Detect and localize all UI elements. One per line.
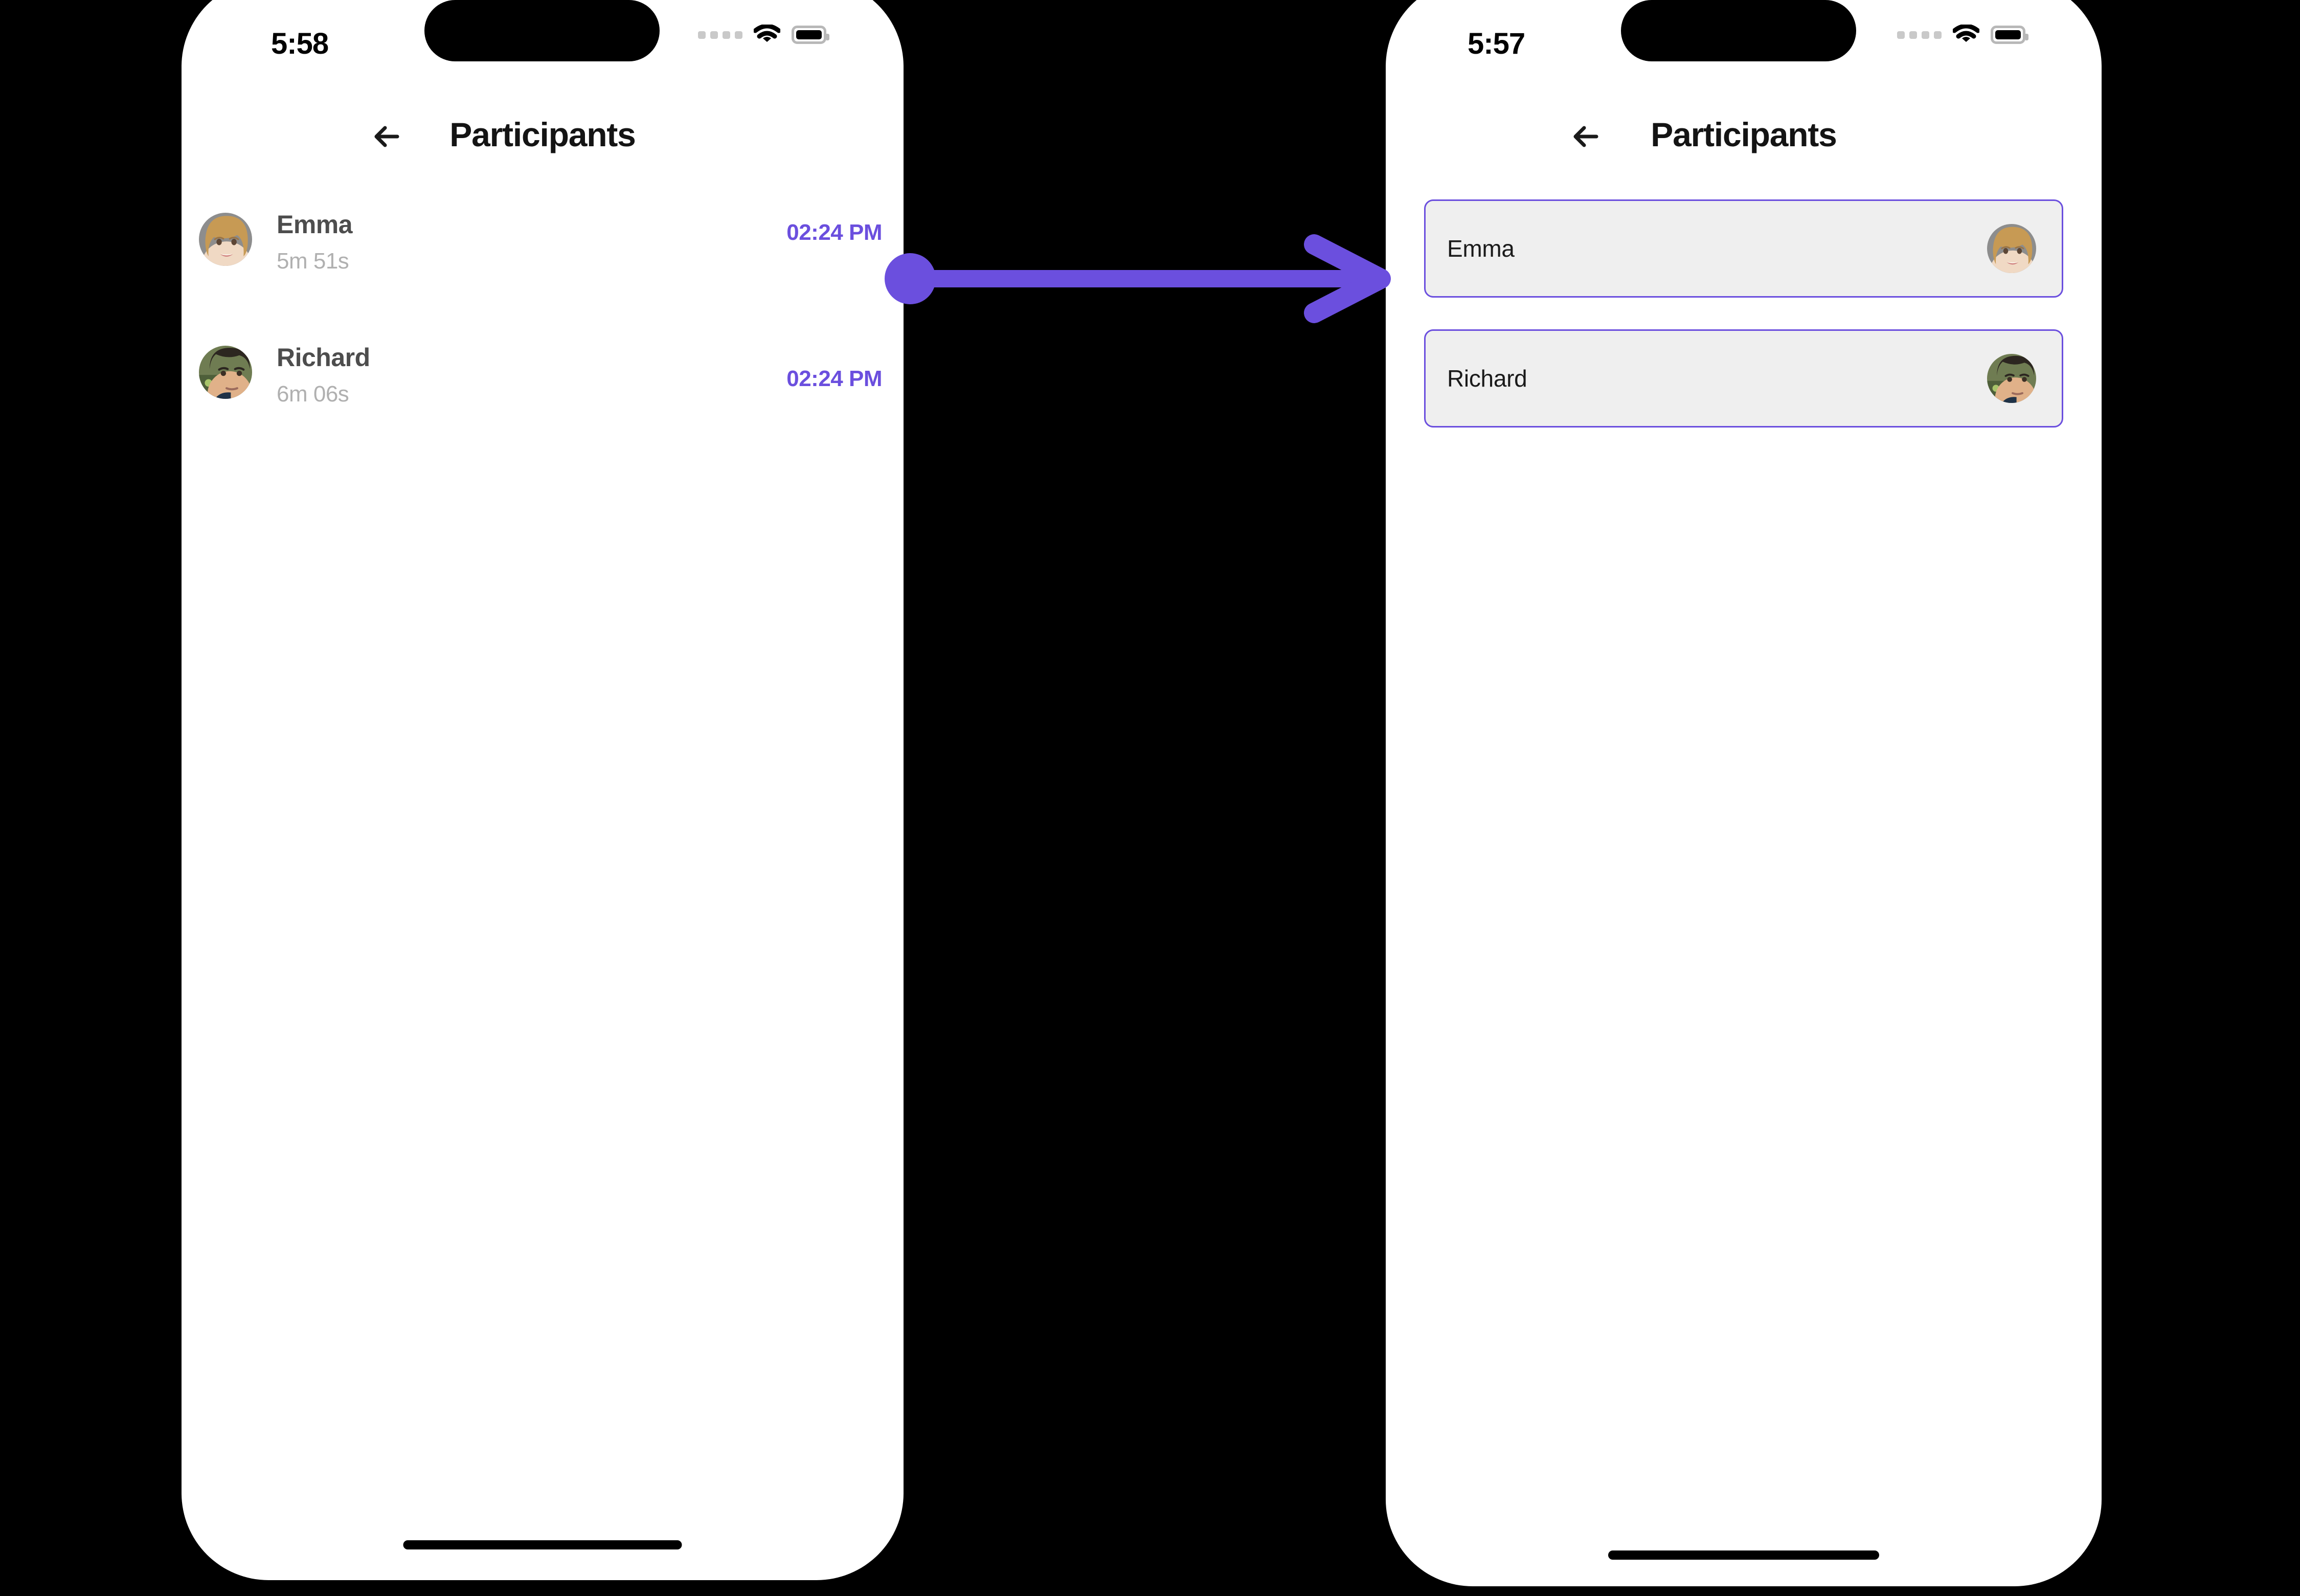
home-indicator xyxy=(403,1540,682,1549)
participant-card[interactable]: Emma xyxy=(1424,199,2063,298)
dynamic-island xyxy=(424,0,660,61)
participant-time: 02:24 PM xyxy=(786,366,882,391)
participant-name: Richard xyxy=(277,343,370,372)
participant-time: 02:24 PM xyxy=(786,220,882,245)
emma-avatar xyxy=(1987,224,2036,273)
status-bar: 5:57 xyxy=(1386,0,2102,61)
page-title: Participants xyxy=(1651,116,1837,153)
richard-avatar xyxy=(199,346,252,399)
status-indicators xyxy=(698,24,829,45)
phone-screen-after: 5:57 Participants Emma xyxy=(1386,0,2102,1586)
participant-name: Emma xyxy=(1447,235,1515,262)
participant-duration: 6m 06s xyxy=(277,381,349,407)
participants-card-list: Emma Richard xyxy=(1386,199,2102,459)
participants-list: Emma 5m 51s 02:24 PM Richard xyxy=(182,199,904,465)
participant-card[interactable]: Richard xyxy=(1424,329,2063,428)
dynamic-island xyxy=(1621,0,1856,61)
participant-row[interactable]: Emma 5m 51s 02:24 PM xyxy=(182,199,904,332)
phone-screen-before: 5:58 Participants xyxy=(182,0,904,1580)
wifi-icon xyxy=(1952,24,1980,45)
emma-avatar xyxy=(199,213,252,266)
status-bar: 5:58 xyxy=(182,0,904,61)
nav-bar: Participants xyxy=(182,107,904,174)
participant-row[interactable]: Richard 6m 06s 02:24 PM xyxy=(182,332,904,465)
participant-name: Emma xyxy=(277,210,353,239)
status-time: 5:58 xyxy=(271,27,329,60)
status-indicators xyxy=(1897,24,2028,45)
signal-dots-icon xyxy=(698,31,742,39)
signal-dots-icon xyxy=(1897,31,1942,39)
nav-bar: Participants xyxy=(1386,107,2102,174)
back-arrow-icon[interactable] xyxy=(1565,114,1611,160)
participant-duration: 5m 51s xyxy=(277,249,349,274)
richard-avatar xyxy=(1987,354,2036,403)
battery-icon xyxy=(792,26,829,44)
page-title: Participants xyxy=(449,116,636,153)
wifi-icon xyxy=(753,24,781,45)
home-indicator xyxy=(1608,1550,1879,1560)
battery-icon xyxy=(1991,26,2028,44)
back-arrow-icon[interactable] xyxy=(366,114,412,160)
participant-name: Richard xyxy=(1447,365,1527,392)
status-time: 5:57 xyxy=(1468,27,1525,60)
